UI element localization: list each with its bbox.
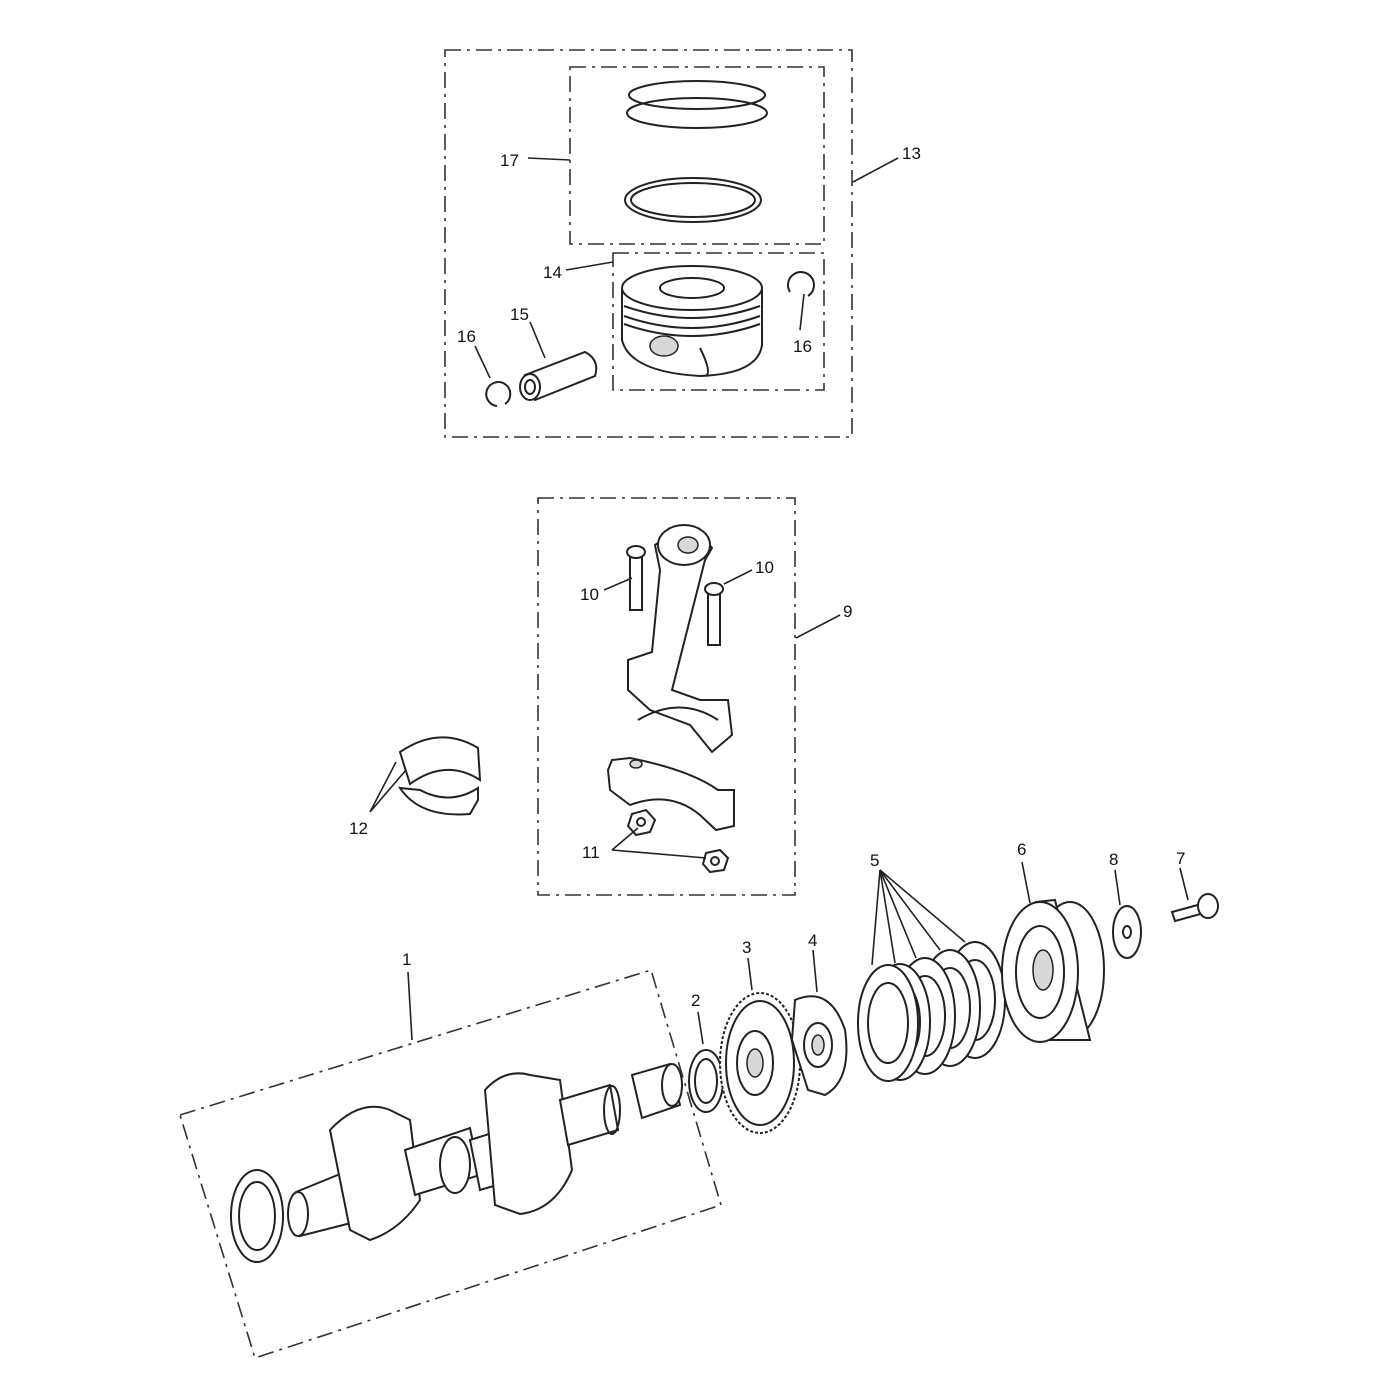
plain-washer: [1112, 905, 1142, 959]
group-box-17: [569, 66, 825, 245]
callout-16-left: 16: [457, 327, 476, 346]
piston-rings: [624, 80, 768, 223]
group-box-14: [612, 252, 825, 391]
circlip-left: [485, 381, 512, 407]
needle-roller-bearing: [630, 1062, 683, 1120]
callout-3: 3: [742, 938, 751, 957]
sprag-clutch: [790, 995, 848, 1097]
drive-hub: [1001, 898, 1105, 1043]
bolt: [1170, 893, 1219, 923]
rod-bolt-right: [704, 582, 724, 646]
callout-1: 1: [402, 950, 411, 969]
callout-4: 4: [808, 931, 817, 950]
gudgeon-pin: [519, 350, 598, 402]
callout-12: 12: [349, 819, 368, 838]
callout-5: 5: [870, 851, 879, 870]
circlip-right: [787, 271, 815, 297]
leader-lines: [369, 157, 1189, 1045]
callout-7: 7: [1176, 849, 1185, 868]
callout-14: 14: [543, 263, 562, 282]
crankshaft: [230, 1072, 621, 1263]
callout-11: 11: [582, 843, 600, 862]
callout-16-right: 16: [793, 337, 812, 356]
callout-2: 2: [691, 991, 700, 1010]
callout-9: 9: [843, 602, 852, 621]
group-box-9: [537, 497, 796, 896]
thrust-washer: [688, 1049, 724, 1113]
callout-15: 15: [510, 305, 529, 324]
group-box-13: [444, 49, 853, 438]
piston: [621, 265, 763, 378]
rod-nut-lower: [701, 848, 730, 874]
callout-labels: 1 2 3 4 5 6 7 8 9 10 10 11 12 13 14 15 1…: [349, 144, 1185, 1010]
rod-bolt-left: [626, 545, 646, 611]
callout-10-left: 10: [580, 585, 599, 604]
spring-plates: [857, 941, 1006, 1082]
connecting-rod: [606, 524, 735, 832]
rod-nut-upper: [626, 808, 657, 837]
callout-6: 6: [1017, 840, 1026, 859]
callout-10-right: 10: [755, 558, 774, 577]
gear: [719, 992, 801, 1134]
callout-17: 17: [500, 151, 519, 170]
callout-13: 13: [902, 144, 921, 163]
callout-8: 8: [1109, 850, 1118, 869]
group-box-1: [178, 968, 722, 1360]
big-end-shells: [397, 736, 482, 816]
